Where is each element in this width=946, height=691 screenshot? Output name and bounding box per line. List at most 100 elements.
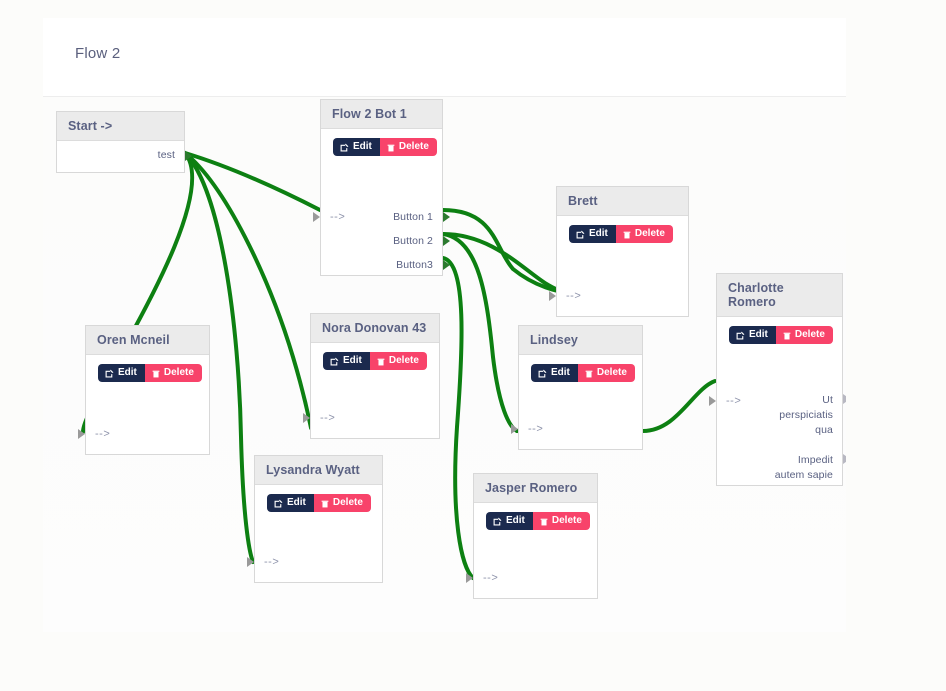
node-nora[interactable]: Nora Donovan 43 Edit [303, 313, 440, 439]
port-row-start-test[interactable]: test [57, 149, 192, 166]
delete-button-label: Delete [332, 497, 363, 508]
node-lindsey-ports: --> [511, 423, 642, 440]
node-lindsey-actions: Edit Delete [519, 355, 642, 382]
port-in-lysandra[interactable]: --> [264, 556, 280, 568]
edit-button[interactable]: Edit [333, 138, 380, 156]
edit-button[interactable]: Edit [323, 352, 370, 370]
pencil-icon [538, 369, 547, 377]
pencil-icon [736, 331, 745, 339]
node-lysandra-title: Lysandra Wyatt [255, 456, 382, 485]
port-row-lysandra-in[interactable]: --> [247, 556, 382, 573]
node-lysandra-ports: --> [247, 556, 382, 573]
port-row-bot1-button2[interactable]: Button 2 [321, 235, 450, 259]
edge-lindsey-charlotte [641, 379, 717, 433]
node-oren-body: Edit Delete --> [78, 355, 209, 456]
trash-icon [321, 500, 329, 507]
trash-icon [387, 144, 395, 151]
delete-button[interactable]: Delete [615, 225, 673, 243]
flow-card-header: Flow 2 [43, 18, 846, 97]
node-jasper-title: Jasper Romero [474, 474, 597, 503]
delete-button-label: Delete [551, 515, 582, 526]
delete-button[interactable]: Delete [313, 494, 371, 512]
delete-button[interactable]: Delete [379, 138, 437, 156]
node-brett[interactable]: Brett Edit Delete [549, 186, 689, 318]
port-in-jasper[interactable]: --> [483, 572, 499, 584]
delete-button-label: Delete [634, 228, 665, 239]
node-jasper[interactable]: Jasper Romero Edit [466, 473, 598, 599]
port-connector-out-icon-1 [443, 212, 450, 222]
port-out-charlotte-1[interactable]: Ut perspiciatis qua [779, 394, 833, 436]
delete-button[interactable]: Delete [532, 512, 590, 530]
node-start[interactable]: Start -> test [56, 111, 192, 173]
edit-button[interactable]: Edit [531, 364, 578, 382]
port-out-button-1[interactable]: Button 1 [393, 211, 433, 223]
node-nora-ports: --> [303, 412, 439, 429]
edit-button[interactable]: Edit [267, 494, 314, 512]
node-bot1[interactable]: Flow 2 Bot 1 Edit [313, 99, 450, 276]
node-brett-body: Edit Delete --> [549, 216, 688, 318]
edit-button[interactable]: Edit [98, 364, 145, 382]
node-jasper-actions: Edit Delete [474, 503, 597, 530]
node-brett-ports: --> [549, 290, 688, 307]
port-connector-out-icon [185, 151, 192, 161]
edge-b2-lindsey [441, 232, 519, 433]
pencil-icon [493, 517, 502, 525]
port-row-charlotte-in[interactable]: --> [709, 395, 842, 412]
node-oren-title: Oren Mcneil [86, 326, 209, 355]
edit-button[interactable]: Edit [569, 225, 616, 243]
port-out-test[interactable]: test [157, 149, 175, 161]
port-row-jasper-in[interactable]: --> [466, 572, 597, 589]
port-in-brett[interactable]: --> [566, 290, 582, 302]
port-connector-in-icon [313, 212, 320, 222]
node-oren-ports: --> [78, 428, 209, 445]
port-row-lindsey-in[interactable]: --> [511, 423, 642, 440]
trash-icon [540, 518, 548, 525]
port-connector-out-icon-2 [443, 236, 450, 246]
port-out-button-2[interactable]: Button 2 [393, 235, 433, 247]
node-start-body: test [57, 141, 192, 171]
port-out-button-3[interactable]: Button3 [396, 259, 433, 271]
port-in-charlotte[interactable]: --> [726, 395, 742, 407]
port-row-bot1-button1[interactable]: --> Button 1 [313, 211, 450, 235]
node-oren[interactable]: Oren Mcneil Edit De [78, 325, 210, 456]
node-charlotte-ports: --> Ut perspiciatis qua Impedit autem sa… [709, 394, 846, 481]
node-jasper-ports: --> [466, 572, 597, 589]
port-connector-in-icon [466, 573, 473, 583]
edit-button[interactable]: Edit [486, 512, 533, 530]
node-charlotte[interactable]: Charlotte Romero Edit [709, 273, 846, 486]
node-nora-actions: Edit Delete [311, 343, 439, 370]
port-in-nora[interactable]: --> [320, 412, 336, 424]
node-brett-title: Brett [557, 187, 688, 216]
pencil-icon [330, 357, 339, 365]
edit-button-label: Edit [287, 497, 306, 508]
delete-button-label: Delete [163, 367, 194, 378]
edge-b1-brett [441, 208, 572, 295]
port-in-oren[interactable]: --> [95, 428, 111, 440]
edit-button-label: Edit [118, 367, 137, 378]
delete-button-label: Delete [596, 367, 627, 378]
node-lysandra[interactable]: Lysandra Wyatt Edit [247, 455, 383, 583]
port-row-nora-in[interactable]: --> [303, 412, 439, 429]
node-brett-actions: Edit Delete [557, 216, 688, 243]
node-lindsey[interactable]: Lindsey Edit Delete [511, 325, 643, 451]
port-connector-out-icon-3 [443, 260, 450, 270]
delete-button[interactable]: Delete [144, 364, 202, 382]
delete-button-label: Delete [398, 141, 429, 152]
node-lindsey-title: Lindsey [519, 326, 642, 355]
port-row-brett-in[interactable]: --> [549, 290, 688, 307]
port-out-charlotte-2[interactable]: Impedit autem sapie [774, 454, 833, 481]
delete-button[interactable]: Delete [577, 364, 635, 382]
port-row-bot1-button3[interactable]: Button3 [321, 259, 450, 283]
edit-button-label: Edit [506, 515, 525, 526]
edit-button[interactable]: Edit [729, 326, 776, 344]
port-row-oren-in[interactable]: --> [78, 428, 209, 445]
port-in-bot1[interactable]: --> [330, 211, 346, 223]
delete-button[interactable]: Delete [775, 326, 833, 344]
port-in-lindsey[interactable]: --> [528, 423, 544, 435]
node-lindsey-body: Edit Delete --> [511, 355, 642, 451]
delete-button[interactable]: Delete [369, 352, 427, 370]
node-charlotte-actions: Edit Delete [717, 317, 842, 344]
flow-canvas[interactable]: Start -> test Flow 2 Bot 1 [43, 97, 846, 632]
node-nora-title: Nora Donovan 43 [311, 314, 439, 343]
